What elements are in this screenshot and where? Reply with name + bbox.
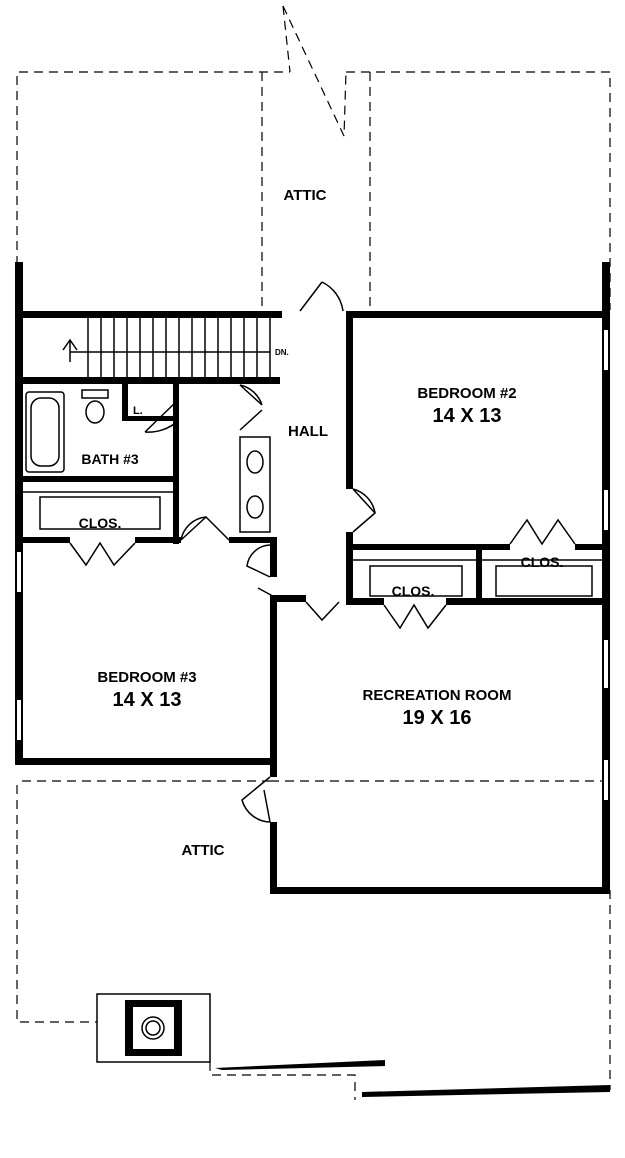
bedroom3-size: 14 X 13 bbox=[113, 689, 182, 711]
room-labels: ATTIC HALL BEDROOM #2 14 X 13 BATH #3 L.… bbox=[79, 187, 564, 859]
staircase: DN. bbox=[62, 318, 289, 377]
walls bbox=[15, 262, 610, 1097]
bath-fixtures bbox=[25, 389, 179, 473]
stairs-direction-label: DN. bbox=[275, 348, 289, 357]
closet-bed3-label: CLOS. bbox=[79, 515, 122, 531]
vanity bbox=[239, 436, 271, 533]
closet-shelving bbox=[22, 491, 604, 597]
bedroom2-size: 14 X 13 bbox=[433, 405, 502, 427]
attic-top-label: ATTIC bbox=[283, 187, 326, 204]
bath3-label: BATH #3 bbox=[81, 451, 139, 467]
bedroom3-label: BEDROOM #3 bbox=[97, 669, 196, 686]
recreation-room-label: RECREATION ROOM bbox=[363, 687, 512, 704]
attic-bottom-label: ATTIC bbox=[181, 842, 224, 859]
linen-label: L. bbox=[133, 405, 143, 417]
recreation-room-size: 19 X 16 bbox=[403, 707, 472, 729]
hall-label: HALL bbox=[288, 423, 328, 440]
bedroom2-label: BEDROOM #2 bbox=[417, 385, 516, 402]
chimney bbox=[96, 993, 211, 1063]
closet-hall-label: CLOS. bbox=[392, 583, 435, 599]
door-swings bbox=[69, 281, 576, 823]
closet-bed2-label: CLOS. bbox=[521, 554, 564, 570]
